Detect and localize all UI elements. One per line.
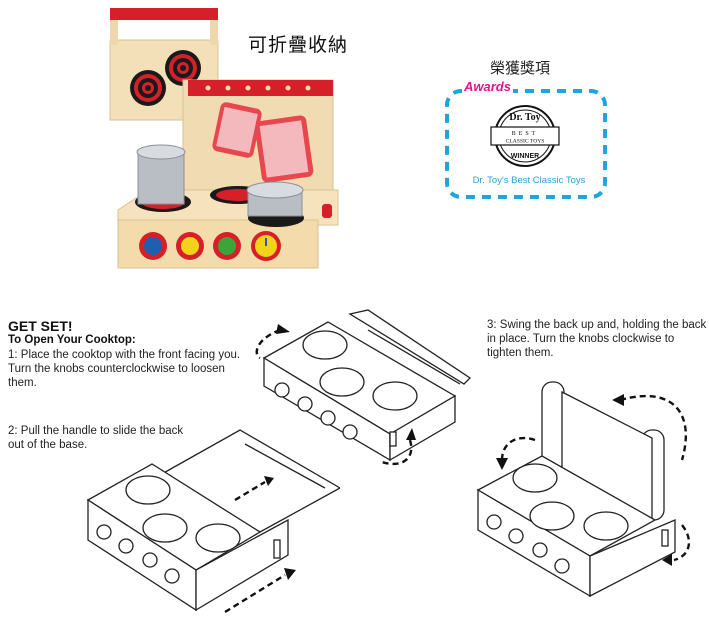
step-1-text: 1: Place the cooktop with the front faci…: [8, 349, 241, 389]
award-heading: 榮獲獎項: [490, 59, 551, 77]
dr-toy-seal: Dr. Toy BEST CLASSIC TOYS WINNER: [490, 105, 560, 167]
folded-cooktop: [109, 8, 219, 121]
diagram-step-1: [255, 309, 472, 466]
svg-text:Dr. Toy: Dr. Toy: [509, 112, 540, 123]
svg-text:BEST: BEST: [512, 131, 539, 137]
diagram-step-2: [86, 429, 340, 614]
foldable-caption: 可折疊收納: [248, 34, 349, 56]
award-box-border: [445, 89, 607, 199]
svg-text:WINNER: WINNER: [511, 153, 539, 160]
cooktop-toy: [117, 79, 339, 269]
step-3-text: 3: Swing the back up and, holding the ba…: [487, 319, 707, 359]
diagram-step-3: [476, 381, 691, 598]
product-photo: [109, 8, 339, 269]
awards-label: Awards: [462, 79, 513, 94]
award-caption: Dr. Toy's Best Classic Toys: [472, 175, 586, 186]
instructions-subheading: To Open Your Cooktop:: [8, 334, 136, 346]
svg-text:CLASSIC TOYS: CLASSIC TOYS: [506, 139, 545, 145]
instructions-heading: GET SET!: [8, 318, 73, 334]
step-2-text: 2: Pull the handle to slide the back out…: [8, 425, 184, 451]
